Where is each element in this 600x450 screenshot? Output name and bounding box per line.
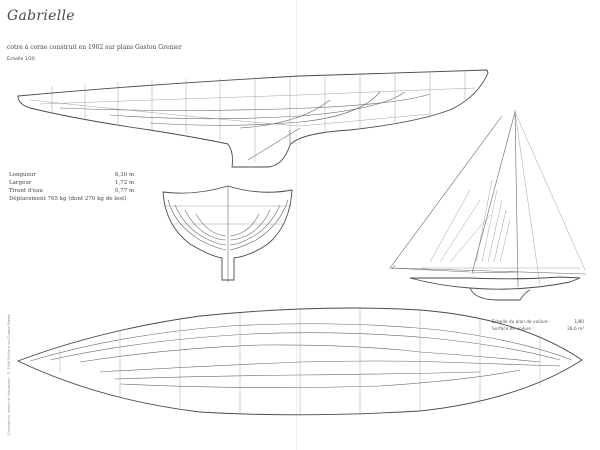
- sail-plan-caption: Échelle du plan de voilure : 1/80 Surfac…: [492, 319, 584, 333]
- boat-subtitle: cotre à corne construit en 1902 sur plan…: [7, 44, 182, 51]
- spec-label: Tirant d'eau: [9, 188, 43, 194]
- spec-label: Longueur: [9, 172, 36, 178]
- spec-displacement: Déplacement 765 kg (dont 270 kg de lest): [9, 196, 127, 202]
- spec-value: 1,72 m: [115, 180, 135, 186]
- spec-value: 6,30 m: [115, 172, 135, 178]
- spec-row-beam: Largeur 1,72 m: [9, 179, 149, 187]
- sail-area-row: Surface de voilure : 28,6 m²: [492, 326, 584, 333]
- spec-row-length: Longueur 6,30 m: [9, 171, 149, 179]
- caption-label: Échelle du plan de voilure :: [492, 320, 551, 325]
- caption-label: Surface de voilure :: [492, 327, 534, 332]
- specifications-table: Longueur 6,30 m Largeur 1,72 m Tirant d'…: [9, 171, 149, 203]
- spec-label: Largeur: [9, 180, 32, 186]
- caption-value: 28,6 m²: [567, 327, 584, 332]
- spec-value: 0,77 m: [115, 188, 135, 194]
- body-plan-view: [162, 185, 293, 282]
- profile-view: [17, 69, 489, 168]
- boat-title: Gabrielle: [7, 8, 75, 24]
- caption-value: 1/80: [574, 320, 584, 325]
- sail-plan-view: [389, 109, 587, 301]
- spec-row-draft: Tirant d'eau 0,77 m: [9, 187, 149, 195]
- page-fold: [296, 0, 297, 450]
- half-breadth-view: [16, 306, 583, 416]
- sail-scale-row: Échelle du plan de voilure : 1/80: [492, 319, 584, 326]
- drawing-scale: Échelle 1/20: [7, 57, 35, 62]
